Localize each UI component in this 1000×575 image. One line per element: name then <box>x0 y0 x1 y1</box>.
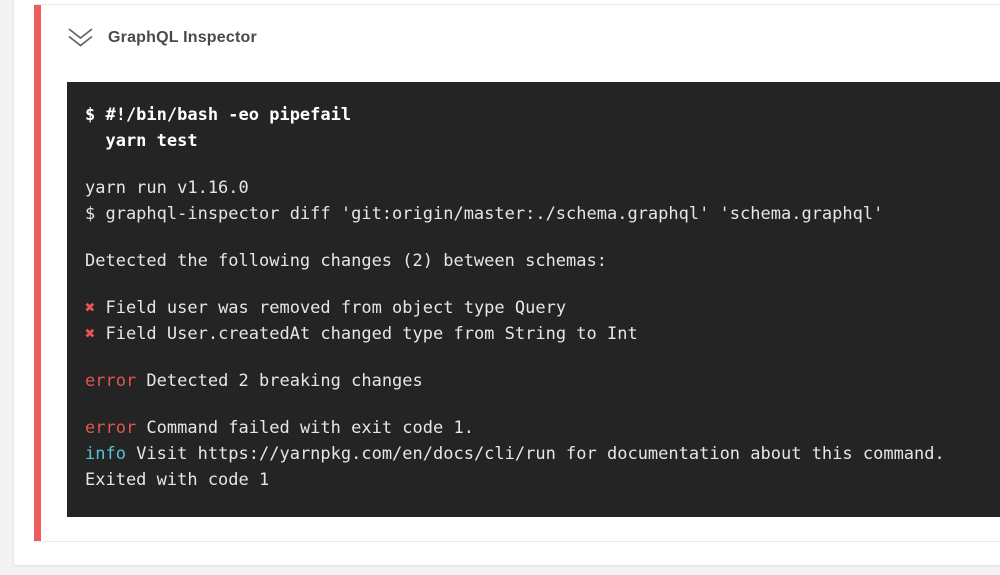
step-header[interactable]: GraphQL Inspector <box>34 5 1000 48</box>
terminal-line <box>85 227 1000 248</box>
terminal-text-segment: ✖ <box>85 324 96 344</box>
terminal-text-segment: Field user was removed from object type … <box>95 298 567 318</box>
terminal-line <box>85 154 1000 175</box>
terminal-text-segment: $ #!/bin/bash -eo pipefail <box>85 105 352 125</box>
failed-status-stripe <box>34 5 41 541</box>
step-title: GraphQL Inspector <box>108 28 257 46</box>
terminal-text-segment: yarn test <box>85 131 198 151</box>
terminal-line <box>85 347 1000 368</box>
terminal-line: ✖ Field User.createdAt changed type from… <box>85 321 1000 347</box>
terminal-line: Exited with code 1 <box>85 467 1000 493</box>
terminal-line: yarn test <box>85 128 1000 154</box>
terminal-line: info Visit https://yarnpkg.com/en/docs/c… <box>85 441 1000 467</box>
terminal-line <box>85 274 1000 295</box>
job-card: GraphQL Inspector $ #!/bin/bash -eo pipe… <box>13 0 1000 566</box>
terminal-text-segment: Field User.createdAt changed type from S… <box>95 324 638 344</box>
terminal-line: error Command failed with exit code 1. <box>85 415 1000 441</box>
terminal-text-segment: Visit https://yarnpkg.com/en/docs/cli/ru… <box>125 444 945 464</box>
terminal-text-segment: Detected 2 breaking changes <box>136 371 423 391</box>
terminal-text-segment: Detected the following changes (2) betwe… <box>85 251 607 271</box>
terminal-text-segment: Command failed with exit code 1. <box>136 418 474 438</box>
terminal-text-segment: $ graphql-inspector diff 'git:origin/mas… <box>85 204 884 224</box>
terminal-line: $ graphql-inspector diff 'git:origin/mas… <box>85 201 1000 227</box>
terminal-text-segment: Exited with code 1 <box>85 470 270 490</box>
terminal-text-segment: info <box>85 444 126 464</box>
terminal-text-segment: error <box>85 418 137 438</box>
terminal-text-segment: error <box>85 371 137 391</box>
terminal-line: $ #!/bin/bash -eo pipefail <box>85 102 1000 128</box>
terminal-text-segment: ✖ <box>85 298 96 318</box>
terminal-output: $ #!/bin/bash -eo pipefail yarn test yarn… <box>67 82 1000 517</box>
terminal-line <box>85 394 1000 415</box>
double-chevron-down-icon[interactable] <box>67 27 94 48</box>
terminal-text-segment: yarn run v1.16.0 <box>85 178 249 198</box>
terminal-line: Detected the following changes (2) betwe… <box>85 248 1000 274</box>
step-graphql-inspector: GraphQL Inspector $ #!/bin/bash -eo pipe… <box>34 4 1000 542</box>
terminal-line: error Detected 2 breaking changes <box>85 368 1000 394</box>
terminal-line: yarn run v1.16.0 <box>85 175 1000 201</box>
terminal-line: ✖ Field user was removed from object typ… <box>85 295 1000 321</box>
